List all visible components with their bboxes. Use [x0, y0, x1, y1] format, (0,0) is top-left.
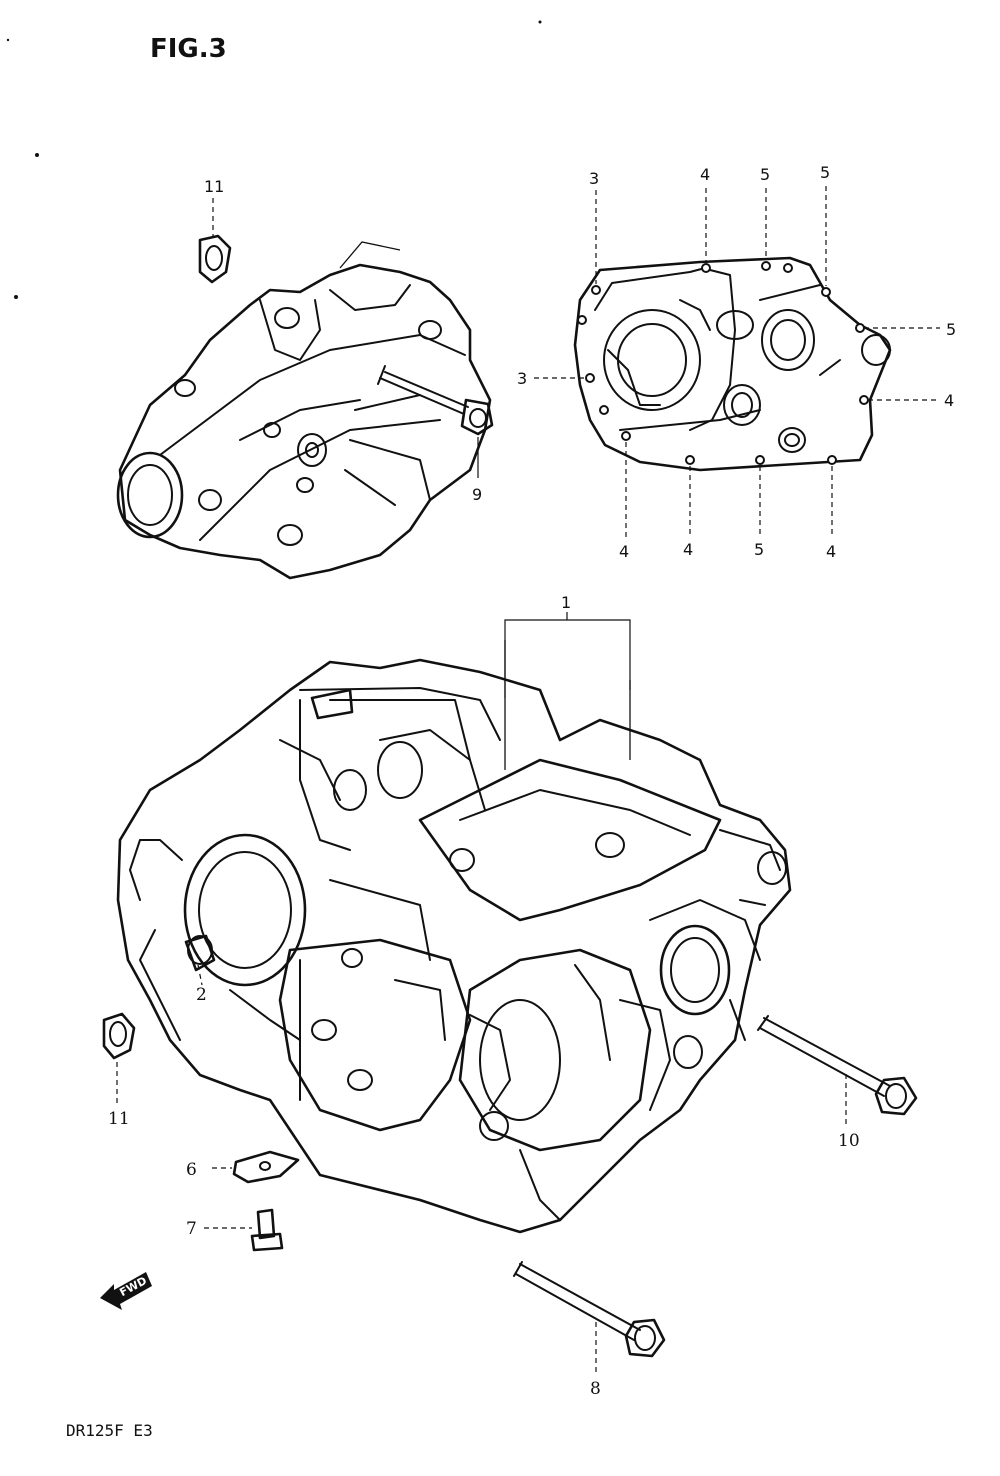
figure-title: FIG.3 — [150, 34, 227, 64]
figure-footer-code: DR125F E3 — [66, 1421, 153, 1440]
callout-9: 9 — [472, 485, 482, 504]
callout-4-bottom-mid: 4 — [683, 540, 693, 559]
plate-6-drawing — [232, 1150, 300, 1184]
callout-1: 1 — [561, 593, 571, 612]
callout-8: 8 — [590, 1379, 601, 1399]
callout-10: 10 — [838, 1131, 860, 1151]
callout-4-bottom-left: 4 — [619, 542, 629, 561]
callout-2: 2 — [196, 985, 207, 1005]
callout-5-top-left: 5 — [760, 165, 770, 184]
callout-5-bottom: 5 — [754, 540, 764, 559]
callout-5-right: 5 — [946, 320, 956, 339]
bolt-10-drawing — [757, 1015, 918, 1116]
callout-4-bottom-right: 4 — [826, 542, 836, 561]
crankcase-assembly-drawing — [116, 640, 792, 1234]
callout-6: 6 — [186, 1160, 197, 1180]
callout-5-top-right: 5 — [820, 163, 830, 182]
callout-4-right: 4 — [944, 391, 954, 410]
grommet-11-lower-drawing — [102, 1012, 136, 1060]
callout-3-left: 3 — [517, 369, 527, 388]
callout-4-top: 4 — [700, 165, 710, 184]
forward-arrow-icon: FWD — [100, 1272, 152, 1310]
callout-11-upper: 11 — [204, 177, 224, 196]
callout-3-top: 3 — [589, 169, 599, 188]
crankcase-left-half-drawing — [116, 241, 492, 580]
bolt-9-drawing — [377, 365, 494, 436]
crankcase-gasket-drawing — [573, 256, 892, 472]
grommet-11-upper-drawing — [198, 234, 232, 284]
callout-11-lower: 11 — [108, 1109, 130, 1129]
bolt-8-drawing — [513, 1261, 666, 1358]
screw-7-drawing — [250, 1208, 284, 1252]
callout-7: 7 — [186, 1219, 197, 1239]
